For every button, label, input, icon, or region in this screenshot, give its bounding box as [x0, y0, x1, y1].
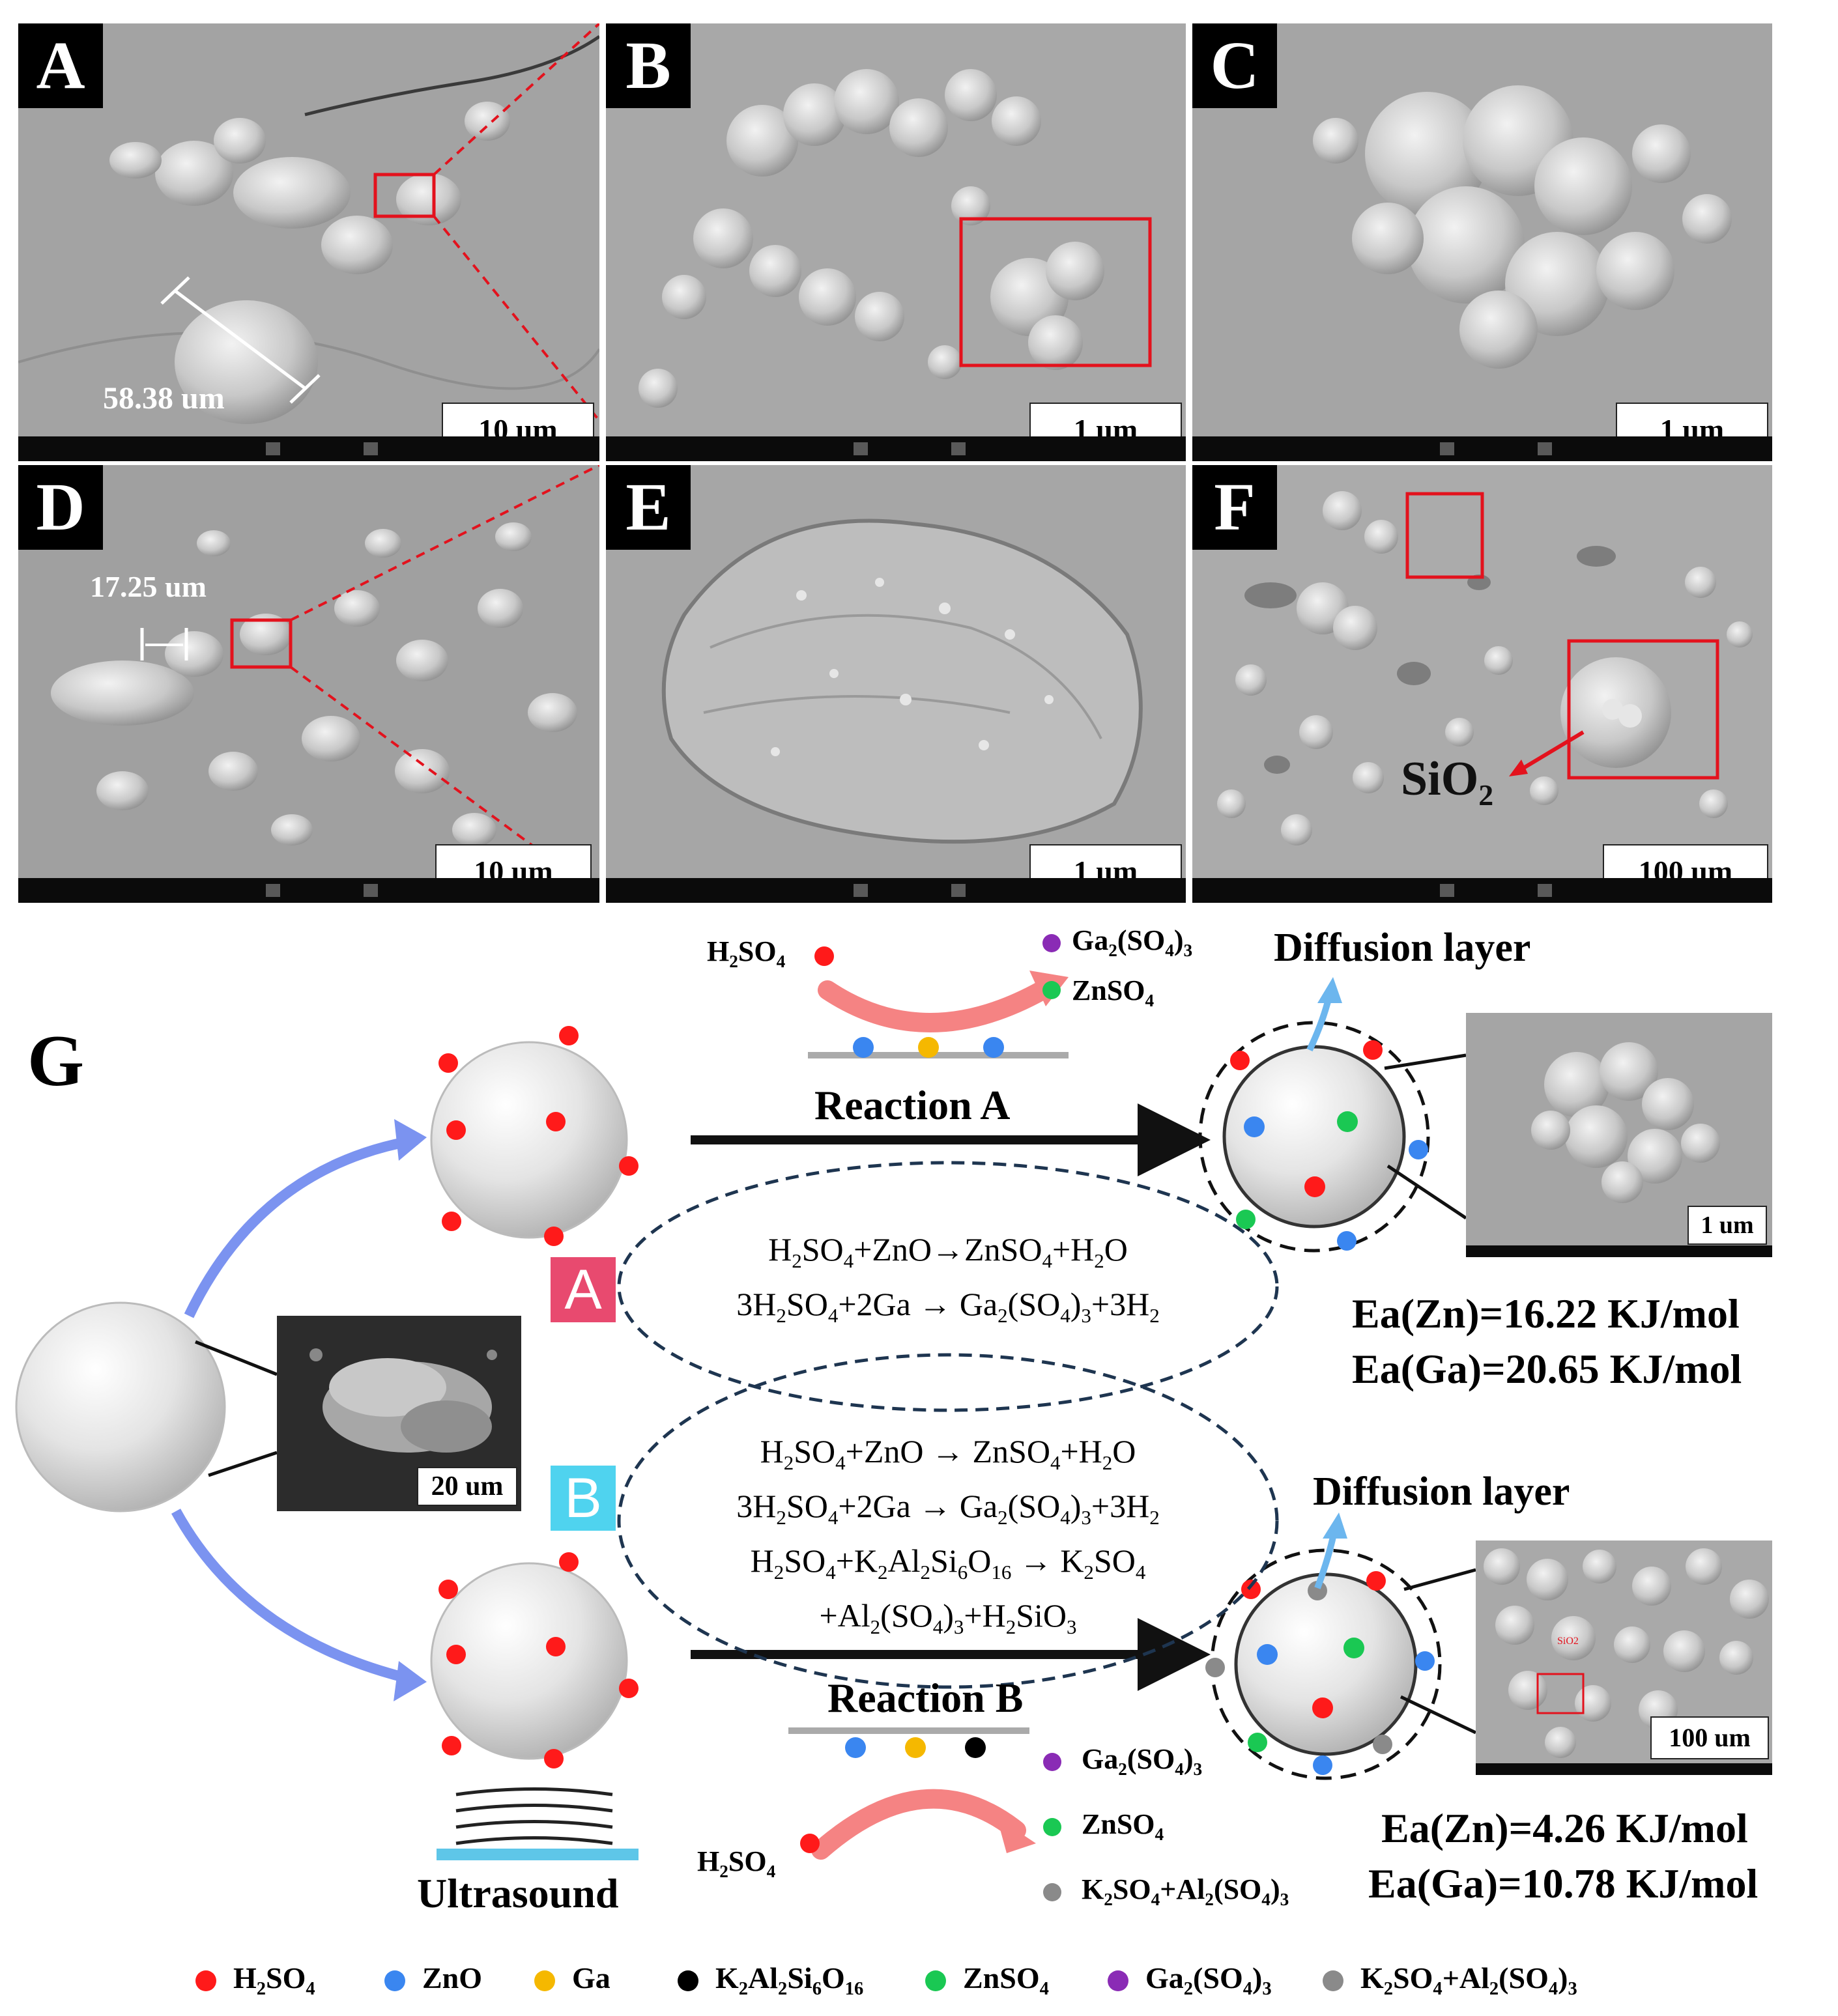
sem-texture	[1192, 23, 1772, 461]
equations-a: H2SO4+ZnO→ZnSO4+H2O 3H2SO4+2Ga → Ga2(SO4…	[736, 1231, 1160, 1327]
sem-texture	[18, 465, 599, 903]
diffusion-layer-a: Diffusion layer	[1274, 926, 1531, 970]
legend-ga: Ga	[534, 1961, 610, 1995]
equations-b: H2SO4+ZnO → ZnSO4+H2O 3H2SO4+2Ga → Ga2(S…	[736, 1433, 1160, 1638]
panel-letter-c: C	[1192, 23, 1277, 108]
reaction-a-label: Reaction A	[814, 1082, 1011, 1128]
inset-b-sio2-label: SiO2	[1557, 1636, 1579, 1647]
sem-texture	[606, 23, 1186, 461]
panel-letter-d: D	[18, 465, 103, 550]
sem-texture	[1476, 1540, 1772, 1775]
badge-a: A	[551, 1257, 616, 1322]
legend-znso4: ZnSO4	[925, 1961, 1049, 2000]
sem-info-bar	[18, 878, 599, 903]
sem-panel-c: C 1 um	[1192, 23, 1772, 461]
raw-sem-inset: 20 um	[277, 1316, 521, 1511]
sem-panel-a: A 58.38 um 10 um	[18, 23, 599, 461]
sem-texture	[1192, 465, 1772, 903]
sem-panel-e: E 1 um	[606, 465, 1186, 903]
sem-info-bar	[1476, 1763, 1772, 1775]
legend-ga2so43: Ga2(SO4)3	[1108, 1961, 1272, 2000]
sem-panel-d: D 17.25 um 10 um	[18, 465, 599, 903]
badge-b: B	[551, 1466, 616, 1531]
measure-label-a: 58.38 um	[103, 381, 225, 416]
legend: H2SO4 ZnO Ga K2Al2Si6O16 ZnSO4 Ga2(SO4)3…	[0, 1961, 1838, 2000]
ultrasound-label: Ultrasound	[417, 1870, 619, 1916]
sem-texture	[1466, 1013, 1772, 1257]
sem-info-bar	[1192, 878, 1772, 903]
sem-panel-b: B 1 um	[606, 23, 1186, 461]
sem-texture	[606, 465, 1186, 903]
ea-zn-b: Ea(Zn)=4.26 KJ/mol	[1381, 1805, 1748, 1851]
species-znso4-top: ZnSO4	[1072, 974, 1155, 1010]
species-ga2so43-bottom: Ga2(SO4)3	[1082, 1743, 1203, 1779]
sem-info-bar	[18, 436, 599, 461]
species-ga2so43-top: Ga2(SO4)3	[1072, 924, 1193, 960]
legend-k2so4-al2so43: K2SO4+Al2(SO4)3	[1323, 1961, 1577, 2000]
legend-zno: ZnO	[384, 1961, 482, 1995]
diffusion-layer-b: Diffusion layer	[1313, 1469, 1570, 1514]
sem-info-bar	[1466, 1245, 1772, 1257]
inset-a-scale-label: 1 um	[1687, 1206, 1767, 1245]
inset-b-scale-label: 100 um	[1650, 1716, 1769, 1759]
panel-letter-f: F	[1192, 465, 1277, 550]
species-znso4-bottom: ZnSO4	[1082, 1808, 1164, 1844]
species-k2so4-bottom: K2SO4+Al2(SO4)3	[1082, 1873, 1289, 1909]
species-h2so4-top: H2SO4	[707, 935, 786, 971]
species-h2so4-bottom: H2SO4	[697, 1845, 776, 1881]
legend-h2so4: H2SO4	[195, 1961, 315, 2000]
ea-ga-b: Ea(Ga)=10.78 KJ/mol	[1368, 1860, 1759, 1907]
legend-k2al2si6o16: K2Al2Si6O16	[678, 1961, 863, 2000]
sem-texture	[18, 23, 599, 461]
sem-info-bar	[606, 436, 1186, 461]
panel-letter-a: A	[18, 23, 103, 108]
reaction-b-label: Reaction B	[827, 1675, 1024, 1721]
sem-panel-f: F SiO2 100 um	[1192, 465, 1772, 903]
sio2-annotation-f: SiO2	[1401, 752, 1494, 812]
ea-ga-a: Ea(Ga)=20.65 KJ/mol	[1352, 1346, 1742, 1392]
sem-info-bar	[1192, 436, 1772, 461]
inset-sem-b: SiO2 100 um	[1476, 1540, 1772, 1775]
ea-zn-a: Ea(Zn)=16.22 KJ/mol	[1352, 1290, 1740, 1337]
raw-scale-label: 20 um	[417, 1467, 517, 1506]
inset-sem-a: 1 um	[1466, 1013, 1772, 1257]
sem-texture	[277, 1316, 521, 1511]
sem-info-bar	[606, 878, 1186, 903]
panel-letter-g: G	[27, 1021, 85, 1101]
measure-label-d: 17.25 um	[90, 570, 207, 603]
panel-letter-b: B	[606, 23, 691, 108]
panel-letter-e: E	[606, 465, 691, 550]
